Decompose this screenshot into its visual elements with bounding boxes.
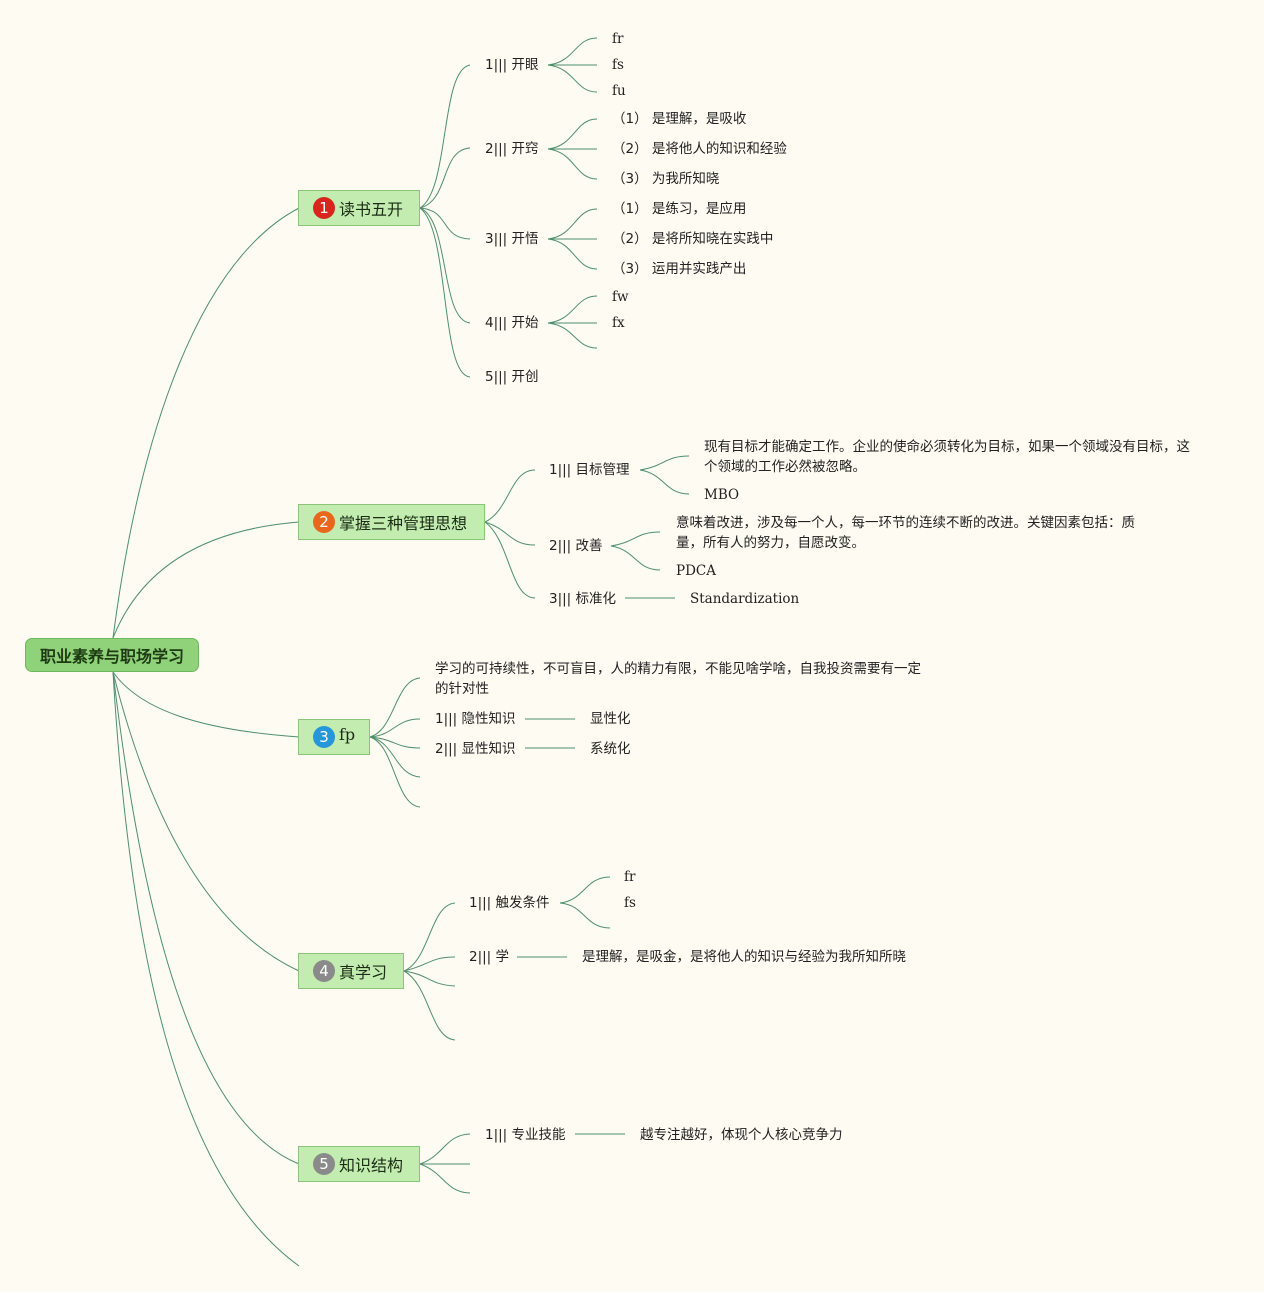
node-b1-c2[interactable]: 2||| 开窍 [485, 141, 539, 157]
node-b1-c3c[interactable]: （3） 运用并实践产出 [612, 261, 747, 277]
node-b4-c1b[interactable]: fs [624, 895, 636, 911]
node-b4-c2[interactable]: 2||| 学 [469, 949, 510, 965]
number-3-icon: 3 [313, 726, 335, 748]
node-b2-c2a[interactable]: 意味着改进，涉及每一个人，每一环节的连续不断的改进。关键因素包括：质量，所有人的… [676, 515, 1135, 551]
node-b5-c1a[interactable]: 越专注越好，体现个人核心竞争力 [640, 1127, 843, 1143]
node-b1-c2a[interactable]: （1） 是理解，是吸收 [612, 111, 747, 127]
node-b3-c1a[interactable]: 显性化 [590, 711, 631, 727]
node-b4-c2a[interactable]: 是理解，是吸金，是将他人的知识与经验为我所知所晓 [582, 949, 906, 965]
node-b2-c3a[interactable]: Standardization [690, 591, 800, 607]
branch-label: 读书五开 [339, 200, 404, 219]
node-b5-c1[interactable]: 1||| 专业技能 [485, 1127, 566, 1143]
node-b2-c2b[interactable]: PDCA [676, 563, 716, 579]
number-5-icon: 5 [313, 1153, 335, 1175]
node-b2-c2[interactable]: 2||| 改善 [549, 538, 603, 554]
node-b1-c3b[interactable]: （2） 是将所知晓在实践中 [612, 231, 774, 247]
branch-node-2[interactable]: 2 掌握三种管理思想 [298, 504, 485, 540]
node-b2-c1[interactable]: 1||| 目标管理 [549, 462, 630, 478]
node-b1-c1a[interactable]: fr [612, 31, 624, 47]
node-b2-c3[interactable]: 3||| 标准化 [549, 591, 617, 607]
node-b1-c3[interactable]: 3||| 开悟 [485, 231, 539, 247]
node-b1-c1b[interactable]: fs [612, 57, 624, 73]
number-2-icon: 2 [313, 511, 335, 533]
node-b1-c5[interactable]: 5||| 开创 [485, 369, 539, 385]
node-b1-c2b[interactable]: （2） 是将他人的知识和经验 [612, 141, 787, 157]
node-b1-c3a[interactable]: （1） 是练习，是应用 [612, 201, 747, 217]
branch-label: fp [339, 724, 356, 744]
root-node[interactable]: 职业素养与职场学习 [25, 638, 199, 672]
node-b1-c4a[interactable]: fw [612, 289, 629, 305]
branch-label: 掌握三种管理思想 [339, 514, 468, 533]
branch-node-1[interactable]: 1 读书五开 [298, 190, 420, 226]
node-b1-c2c[interactable]: （3） 为我所知晓 [612, 171, 720, 187]
node-b1-c1c[interactable]: fu [612, 83, 626, 99]
number-4-icon: 4 [313, 960, 335, 982]
branch-node-3[interactable]: 3 fp [298, 719, 370, 755]
node-b1-c4[interactable]: 4||| 开始 [485, 315, 539, 331]
node-b4-c1a[interactable]: fr [624, 869, 636, 885]
node-b4-c1[interactable]: 1||| 触发条件 [469, 895, 550, 911]
branch-label: 真学习 [339, 963, 388, 982]
node-b1-c4b[interactable]: fx [612, 315, 625, 331]
node-b3-c2a[interactable]: 系统化 [590, 741, 631, 757]
node-b3-c1[interactable]: 1||| 隐性知识 [435, 711, 516, 727]
node-b2-c1a[interactable]: 现有目标才能确定工作。企业的使命必须转化为目标，如果一个领域没有目标，这个领域的… [704, 439, 1190, 475]
branch-node-5[interactable]: 5 知识结构 [298, 1146, 420, 1182]
branch-label: 知识结构 [339, 1156, 404, 1175]
branch-node-4[interactable]: 4 真学习 [298, 953, 404, 989]
node-b3-c2[interactable]: 2||| 显性知识 [435, 741, 516, 757]
node-b1-c1[interactable]: 1||| 开眼 [485, 57, 539, 73]
node-b2-c1b[interactable]: MBO [704, 487, 740, 503]
number-1-icon: 1 [313, 197, 335, 219]
node-b3-c0[interactable]: 学习的可持续性，不可盲目，人的精力有限，不能见啥学啥，自我投资需要有一定的针对性 [435, 661, 921, 697]
